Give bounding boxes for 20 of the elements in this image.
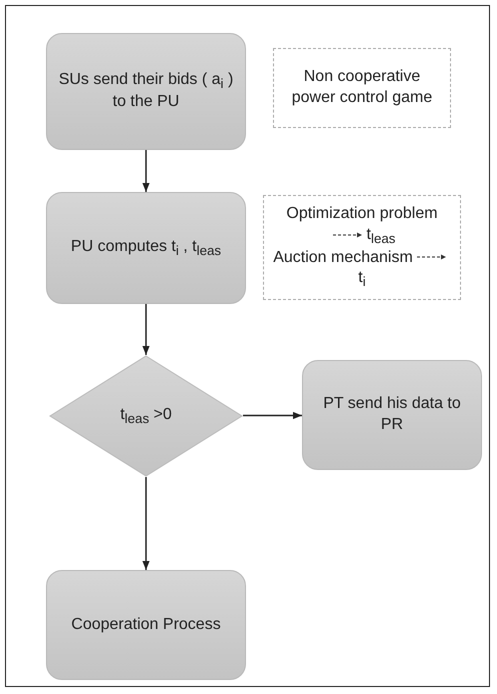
note-box: [263, 195, 461, 300]
arrow: [142, 150, 150, 192]
arrow: [142, 477, 150, 570]
note-text: Non cooperative power control game: [290, 67, 434, 108]
process-text: PT send his data to PR: [322, 394, 462, 435]
note-text: Auction mechanism: [273, 248, 413, 266]
arrow: [142, 304, 150, 355]
note-text: t$_{leas}$: [366, 226, 396, 243]
process-box: [46, 33, 246, 150]
condition-text: t$_{leas}$ >0: [120, 404, 172, 428]
note-text: Optimization problem: [286, 205, 438, 222]
process-text: PU computes t$_{i}$ , t$_{leas}$: [70, 236, 222, 260]
process-box: [46, 192, 246, 304]
process-text: Cooperation Process: [71, 614, 221, 635]
process-text: SUs send their bids ( a$_{i}$ ) to the PU: [58, 70, 234, 112]
note-text: t$_{i}$: [358, 269, 366, 286]
note-box: [273, 48, 451, 128]
arrow: [243, 412, 302, 420]
process-box: [302, 360, 482, 470]
process-box: [46, 570, 246, 680]
